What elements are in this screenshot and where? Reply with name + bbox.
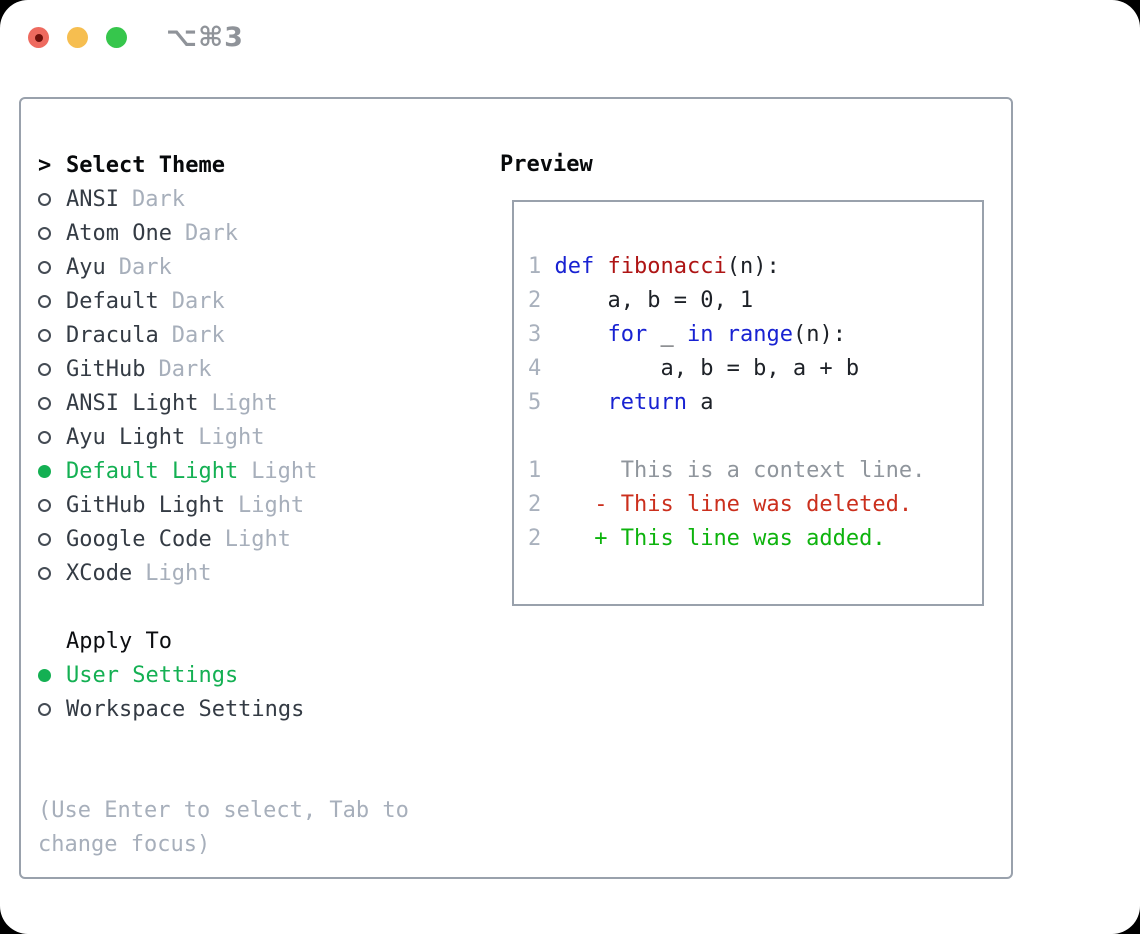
radio-icon: [38, 702, 66, 716]
spacer: [38, 590, 409, 624]
preview-code-line: 2 + This line was added.: [528, 526, 886, 551]
option-label: Dracula: [66, 322, 159, 348]
theme-option[interactable]: ANSI Dark: [38, 182, 409, 216]
theme-option[interactable]: Ayu Light Light: [38, 420, 409, 454]
radio-selected-icon: [38, 464, 66, 478]
option-label: GitHub: [66, 356, 146, 382]
radio-icon: [38, 566, 66, 580]
option-label: ANSI: [66, 186, 119, 212]
radio-icon: [38, 260, 66, 274]
radio-icon: [38, 532, 66, 546]
radio-icon: [38, 192, 66, 206]
preview-header: Preview: [500, 152, 593, 177]
apply-option[interactable]: Workspace Settings: [38, 692, 409, 726]
radio-icon: [38, 430, 66, 444]
hint-line: change focus): [38, 832, 211, 857]
apply-to-header: Apply To: [66, 628, 172, 654]
preview-code-line: 4 a, b = b, a + b: [528, 356, 860, 381]
variant-badge: Dark: [118, 254, 172, 280]
theme-option[interactable]: GitHub Light Light: [38, 488, 409, 522]
hint-line: (Use Enter to select, Tab to: [38, 798, 409, 823]
variant-badge: Light: [237, 492, 305, 518]
select-theme-header: > Select Theme: [38, 148, 409, 182]
radio-icon: [38, 328, 66, 342]
zoom-button[interactable]: [106, 27, 127, 48]
variant-badge: Light: [224, 526, 291, 552]
keyboard-shortcut-label: ⌥⌘3: [166, 22, 244, 53]
option-label: GitHub Light: [66, 492, 225, 518]
radio-icon: [38, 226, 66, 240]
variant-badge: Dark: [131, 186, 185, 212]
radio-icon: [38, 396, 66, 410]
option-label: Google Code: [66, 526, 212, 552]
preview-code-line: 1 def fibonacci(n):: [528, 254, 780, 279]
line-number: 2: [528, 288, 542, 313]
option-label: Atom One: [66, 220, 172, 246]
preview-code-line: 5 return a: [528, 390, 714, 415]
variant-badge: Light: [211, 390, 278, 416]
theme-option[interactable]: ANSI Light Light: [38, 386, 409, 420]
theme-option[interactable]: Default Light Light: [38, 454, 409, 488]
radio-selected-icon: [38, 668, 66, 682]
variant-badge: Dark: [171, 288, 225, 314]
line-number: 2: [528, 492, 542, 517]
line-number: 2: [528, 526, 542, 551]
variant-badge: Dark: [184, 220, 238, 246]
line-number: 3: [528, 322, 542, 347]
option-label: Ayu Light: [66, 424, 186, 450]
hint-text: (Use Enter to select, Tab to change focus…: [38, 794, 409, 862]
option-label: Default Light: [66, 458, 239, 484]
option-label: Ayu: [66, 254, 106, 280]
line-number: 5: [528, 390, 542, 415]
variant-badge: Light: [145, 560, 212, 586]
preview-box: 1 def fibonacci(n): 2 a, b = 0, 1 3 for _ …: [512, 200, 984, 606]
apply-to-header-row: Apply To: [38, 624, 409, 658]
theme-option[interactable]: Dracula Dark: [38, 318, 409, 352]
theme-option[interactable]: XCode Light: [38, 556, 409, 590]
variant-badge: Light: [251, 458, 318, 484]
theme-option[interactable]: Default Dark: [38, 284, 409, 318]
option-label: XCode: [66, 560, 133, 586]
apply-option[interactable]: User Settings: [38, 658, 409, 692]
option-label: ANSI Light: [66, 390, 199, 416]
minimize-button[interactable]: [67, 27, 88, 48]
option-label: Workspace Settings: [66, 696, 305, 722]
variant-badge: Dark: [171, 322, 225, 348]
preview-code-line: 2 a, b = 0, 1: [528, 288, 754, 313]
preview-code-line: 3 for _ in range(n):: [528, 322, 846, 347]
page-title: Select Theme: [66, 152, 225, 178]
line-number: 1: [528, 254, 542, 279]
option-label: Default: [66, 288, 159, 314]
theme-option[interactable]: Google Code Light: [38, 522, 409, 556]
titlebar: [28, 27, 127, 48]
line-number: 1: [528, 458, 542, 483]
close-button[interactable]: [28, 27, 49, 48]
theme-option[interactable]: Atom One Dark: [38, 216, 409, 250]
preview-code-line: 1 This is a context line.: [528, 458, 926, 483]
spacer: [38, 726, 409, 760]
theme-option[interactable]: GitHub Dark: [38, 352, 409, 386]
close-icon: [34, 33, 43, 42]
radio-icon: [38, 362, 66, 376]
code-preview: 1 def fibonacci(n): 2 a, b = 0, 1 3 for _ …: [528, 250, 982, 556]
variant-badge: Dark: [158, 356, 212, 382]
theme-option[interactable]: Ayu Dark: [38, 250, 409, 284]
preview-code-line: 2 - This line was deleted.: [528, 492, 913, 517]
radio-icon: [38, 294, 66, 308]
line-number: 4: [528, 356, 542, 381]
spacer: [38, 760, 409, 794]
variant-badge: Light: [198, 424, 265, 450]
option-label: User Settings: [66, 662, 239, 688]
radio-icon: [38, 498, 66, 512]
prompt-caret: >: [38, 152, 52, 178]
